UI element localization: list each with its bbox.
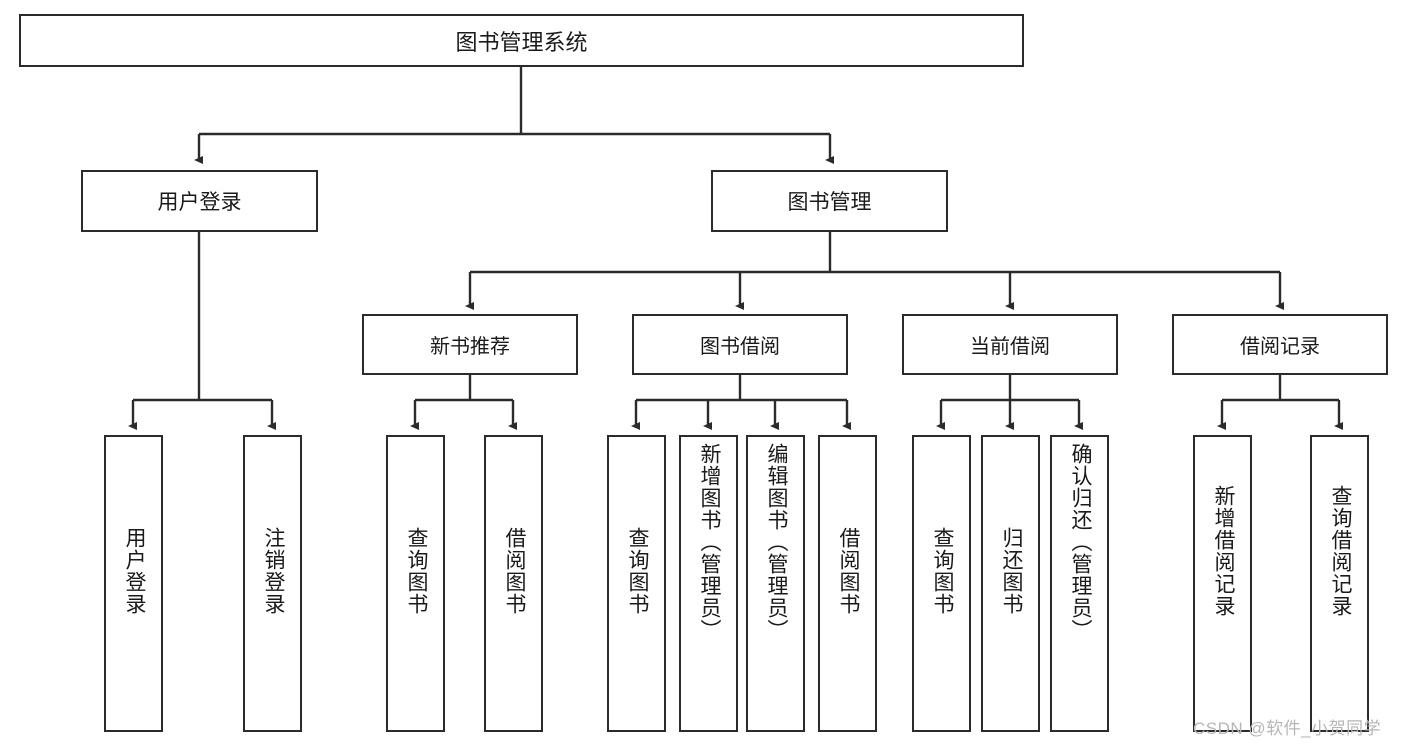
node-current-borrow[interactable]: 当前借阅 [902, 314, 1118, 375]
node-root-book-management-system[interactable]: 图书管理系统 [19, 14, 1024, 67]
leaf-label: 用户登录 [122, 527, 146, 615]
leaf-query-borrow-record[interactable]: 查询借阅记录 [1310, 435, 1369, 732]
node-label: 新书推荐 [430, 336, 510, 358]
leaf-label: 借阅图书 [502, 527, 526, 615]
node-book-management[interactable]: 图书管理 [711, 170, 948, 232]
node-label: 图书管理 [787, 191, 872, 214]
leaf-query-book-current[interactable]: 查询图书 [912, 435, 971, 732]
leaf-borrow-book-borrow[interactable]: 借阅图书 [818, 435, 877, 732]
leaf-label: 查询借阅记录 [1328, 485, 1352, 617]
leaf-query-book-borrow[interactable]: 查询图书 [607, 435, 666, 732]
node-borrow-record[interactable]: 借阅记录 [1172, 314, 1388, 375]
leaf-add-book-admin[interactable]: 新增图书（管理员） [679, 435, 738, 732]
leaf-label: 查询图书 [404, 527, 428, 615]
node-user-login[interactable]: 用户登录 [81, 170, 318, 232]
leaf-label: 归还图书 [999, 527, 1023, 615]
node-label: 当前借阅 [970, 336, 1050, 358]
watermark-text: CSDN @软件_小贺同学 [1193, 719, 1382, 738]
leaf-label: 新增借阅记录 [1211, 485, 1235, 617]
leaf-return-book[interactable]: 归还图书 [981, 435, 1040, 732]
node-label: 借阅记录 [1240, 336, 1320, 358]
leaf-label: 新增图书（管理员） [697, 443, 721, 641]
leaf-label: 编辑图书（管理员） [764, 443, 788, 641]
node-book-borrow[interactable]: 图书借阅 [632, 314, 848, 375]
node-label: 图书管理系统 [455, 29, 588, 55]
leaf-label: 注销登录 [261, 527, 285, 615]
node-new-book-recommend[interactable]: 新书推荐 [362, 314, 578, 375]
leaf-label: 查询图书 [625, 527, 649, 615]
leaf-label: 确认归还（管理员） [1068, 443, 1092, 641]
leaf-add-borrow-record[interactable]: 新增借阅记录 [1193, 435, 1252, 732]
leaf-label: 查询图书 [930, 527, 954, 615]
leaf-confirm-return-admin[interactable]: 确认归还（管理员） [1050, 435, 1109, 732]
leaf-query-book-recommend[interactable]: 查询图书 [386, 435, 445, 732]
leaf-user-login[interactable]: 用户登录 [104, 435, 163, 732]
leaf-edit-book-admin[interactable]: 编辑图书（管理员） [746, 435, 805, 732]
node-label: 用户登录 [157, 191, 242, 214]
leaf-label: 借阅图书 [836, 527, 860, 615]
leaf-borrow-book-recommend[interactable]: 借阅图书 [484, 435, 543, 732]
leaf-logout-login[interactable]: 注销登录 [243, 435, 302, 732]
node-label: 图书借阅 [700, 336, 780, 358]
